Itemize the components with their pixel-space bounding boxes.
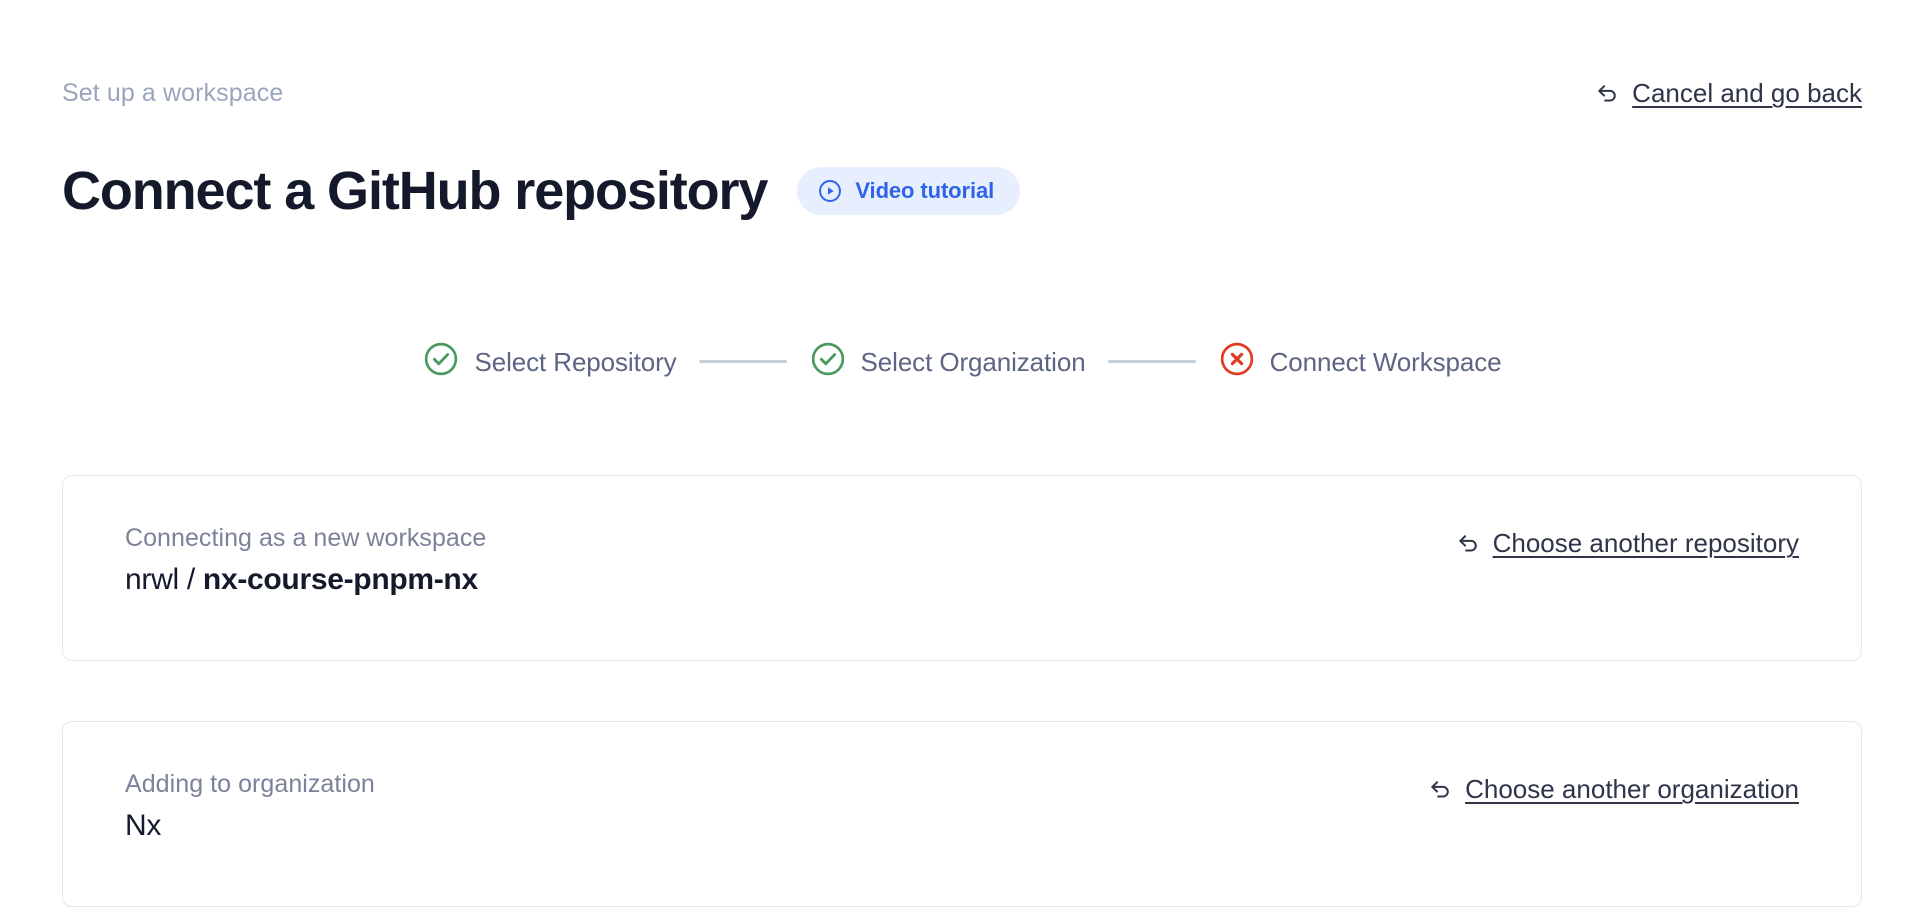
organization-card-caption: Adding to organization (125, 770, 375, 799)
arrow-uturn-left-icon (1593, 79, 1621, 107)
organization-card-value: Nx (125, 808, 375, 844)
cancel-and-go-back-label: Cancel and go back (1632, 78, 1862, 108)
arrow-uturn-left-icon (1454, 529, 1482, 557)
page-header: Set up a workspace Connect a GitHub repo… (62, 0, 1862, 258)
step-select-organization[interactable]: Select Organization (809, 340, 1086, 383)
arrow-uturn-left-icon (1426, 775, 1454, 803)
choose-another-repository-link[interactable]: Choose another repository (1454, 528, 1799, 558)
repository-card-text: Connecting as a new workspace nrwl / nx-… (125, 524, 486, 598)
step-connect-workspace[interactable]: Connect Workspace (1218, 340, 1502, 383)
step-connector-1 (698, 360, 787, 364)
step-label-select-organization: Select Organization (860, 346, 1086, 377)
choose-another-repository-label: Choose another repository (1492, 528, 1799, 559)
progress-stepper: Select Repository Select Organization Co… (62, 340, 1862, 383)
organization-card-text: Adding to organization Nx (125, 770, 375, 844)
repository-card-value: nrwl / nx-course-pnpm-nx (125, 562, 486, 598)
choose-another-organization-label: Choose another organization (1465, 774, 1799, 805)
breadcrumb-eyebrow: Set up a workspace (62, 79, 284, 107)
organization-name: Nx (125, 809, 162, 843)
title-row: Connect a GitHub repository Video tutori… (62, 124, 1862, 258)
choose-another-organization-link[interactable]: Choose another organization (1426, 774, 1799, 804)
repository-owner: nrwl / (125, 563, 203, 597)
video-tutorial-button[interactable]: Video tutorial (797, 167, 1021, 216)
organization-card: Adding to organization Nx Choose another… (62, 721, 1862, 908)
step-label-connect-workspace: Connect Workspace (1269, 346, 1502, 377)
cancel-and-go-back-link[interactable]: Cancel and go back (1593, 78, 1862, 108)
video-tutorial-label: Video tutorial (855, 178, 995, 204)
check-circle-icon (422, 340, 460, 383)
repository-card-caption: Connecting as a new workspace (125, 524, 487, 553)
check-circle-icon (809, 340, 847, 383)
step-select-repository[interactable]: Select Repository (422, 340, 677, 383)
step-connector-2 (1107, 360, 1196, 364)
play-circle-icon (817, 178, 843, 204)
x-circle-icon (1218, 340, 1256, 383)
step-label-select-repository: Select Repository (474, 346, 677, 377)
repository-card: Connecting as a new workspace nrwl / nx-… (62, 475, 1862, 662)
page-title: Connect a GitHub repository (62, 161, 768, 222)
repository-name: nx-course-pnpm-nx (202, 563, 478, 597)
